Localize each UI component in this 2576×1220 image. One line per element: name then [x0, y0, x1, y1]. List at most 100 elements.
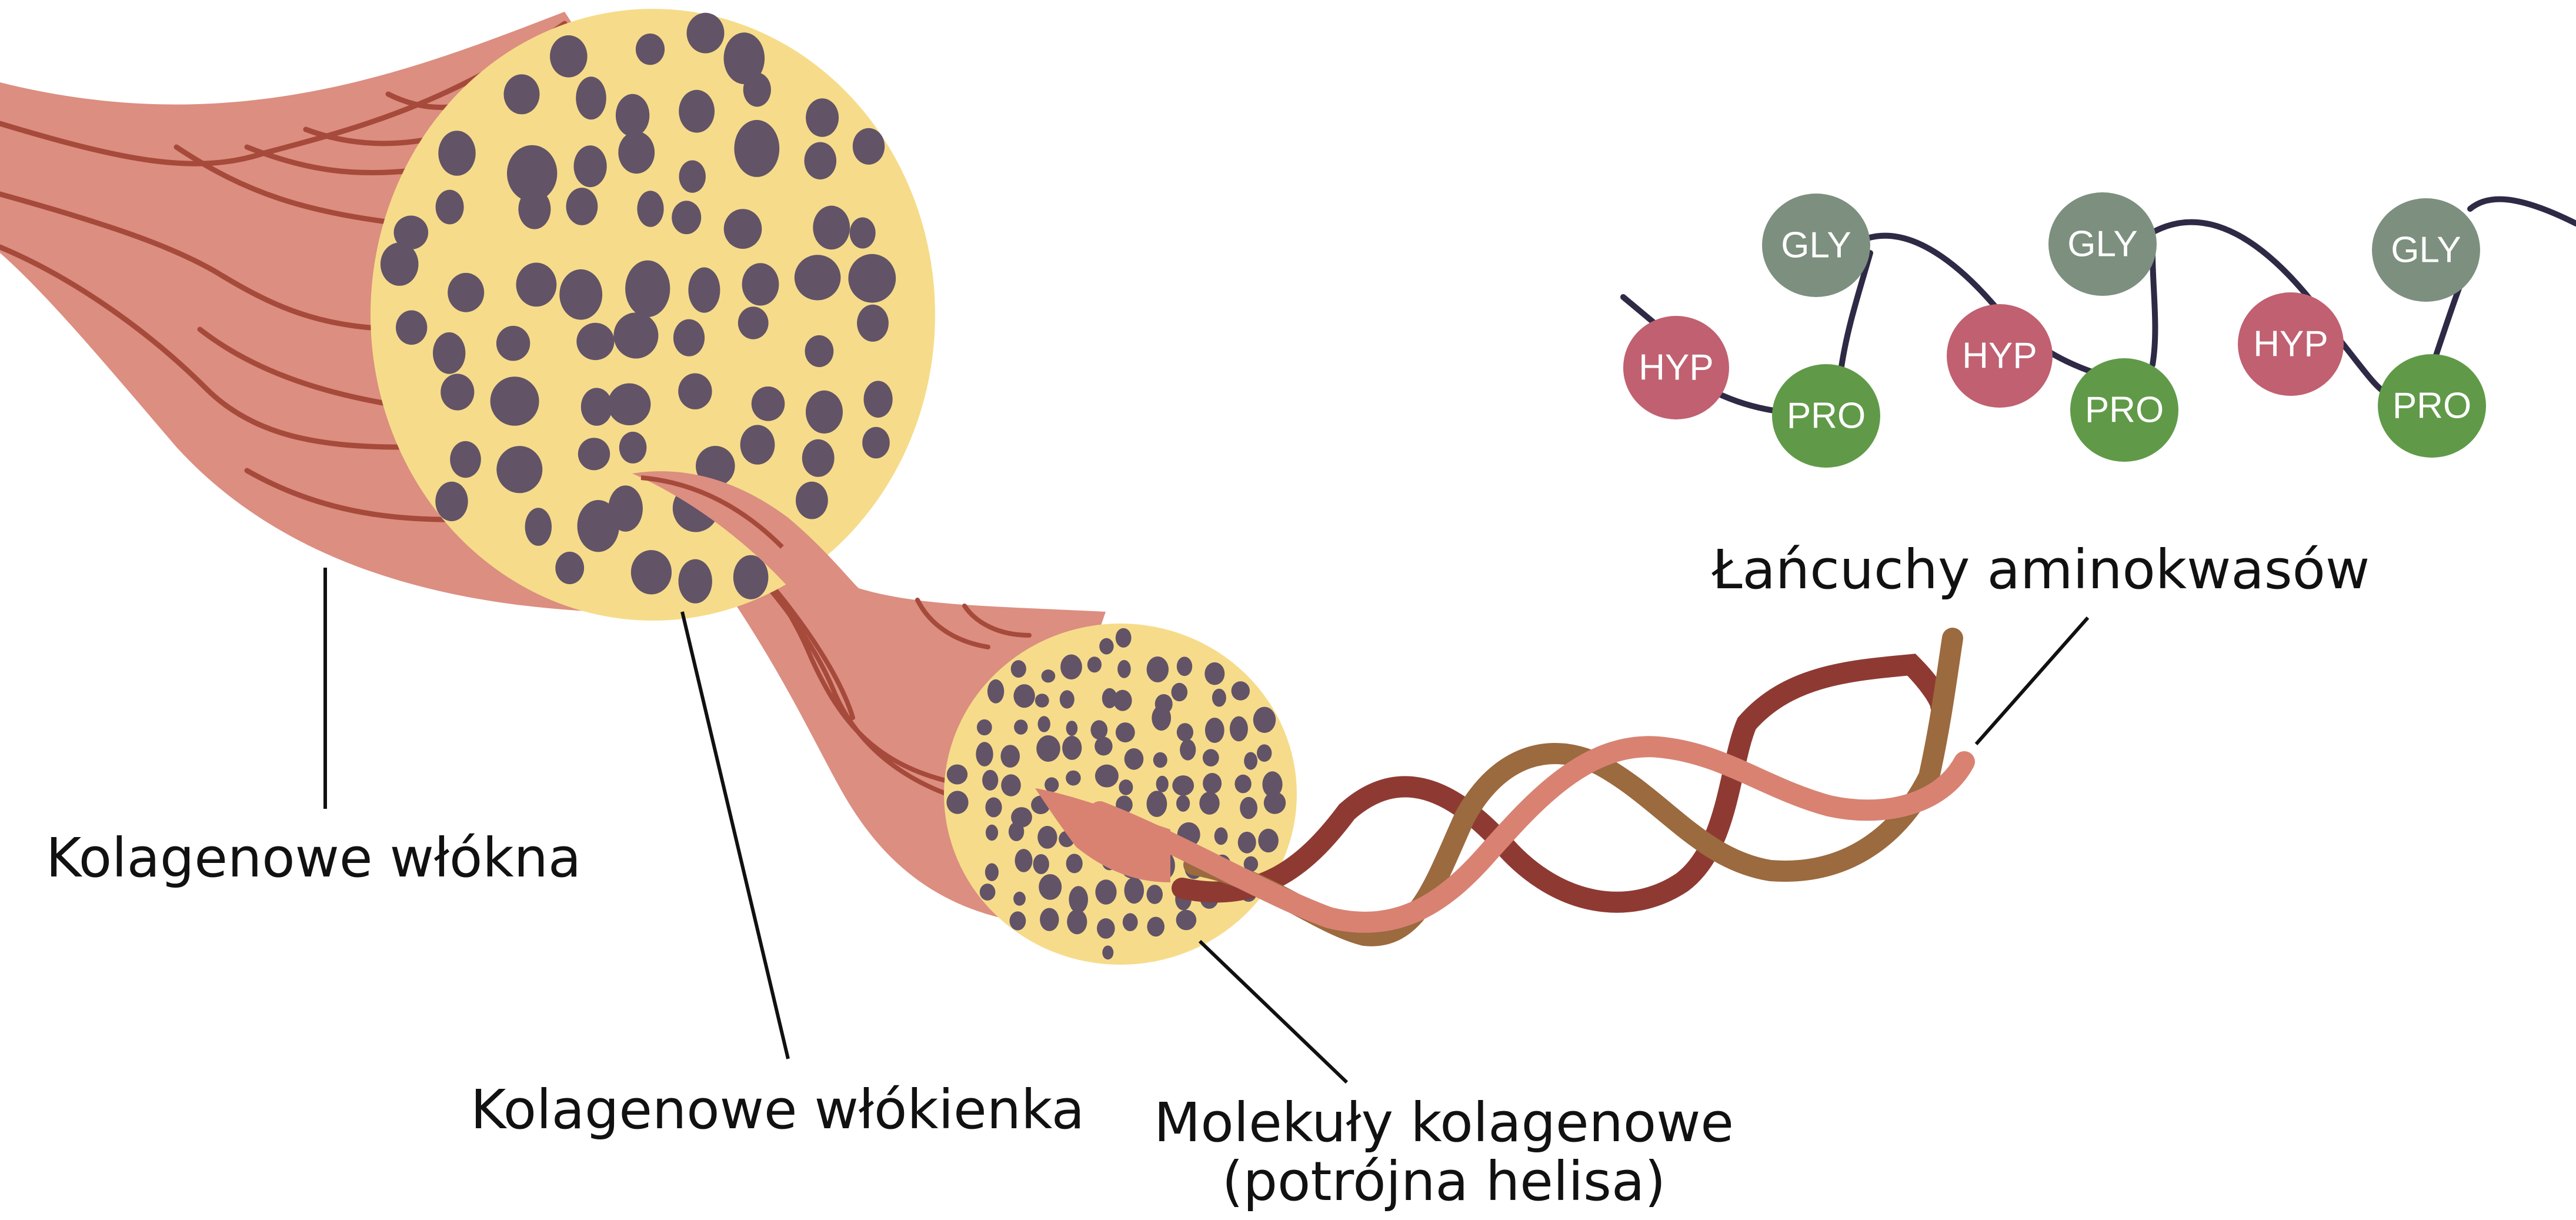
fibril-dot — [1095, 764, 1119, 788]
fibril-dot — [1244, 752, 1258, 770]
fibril-dot — [1035, 694, 1049, 708]
fibril-dot — [1172, 775, 1194, 796]
fibril-dot — [433, 332, 466, 374]
residue-pro: PRO — [2070, 358, 2178, 462]
hyp-label: HYP — [1639, 348, 1713, 388]
fibril-dot — [1067, 909, 1087, 935]
fibril-dot — [1146, 656, 1169, 682]
fibril-dot — [1152, 705, 1172, 731]
fibril-dot — [396, 310, 428, 345]
pro-label: PRO — [2085, 390, 2164, 431]
residue-pro: PRO — [2378, 354, 2486, 458]
pro-label: PRO — [1787, 396, 1866, 436]
pro-label: PRO — [2393, 386, 2471, 426]
fibril-dot — [794, 255, 841, 301]
fibril-dot — [1237, 831, 1256, 854]
fibril-dots — [380, 12, 896, 604]
fibril-dot — [550, 35, 588, 78]
fibril-dot — [1199, 791, 1220, 815]
fibril-dot — [673, 319, 705, 356]
fibril-dot — [1240, 796, 1258, 819]
fibril-dot — [1036, 735, 1060, 762]
fibril-dot — [1095, 736, 1113, 756]
fibril-dot — [852, 128, 885, 165]
fibril-dot — [985, 824, 999, 841]
gly-label: GLY — [2391, 230, 2461, 271]
fibril-dot — [1156, 775, 1169, 792]
fibril-dot — [1204, 662, 1225, 685]
fibril-dot — [518, 189, 551, 229]
fibril-dot — [613, 312, 659, 359]
fibril-dot — [1060, 654, 1082, 680]
fibril-dot — [580, 388, 613, 426]
fibril-dot — [857, 304, 889, 342]
fibril-dot — [802, 439, 835, 477]
fibril-dot — [448, 272, 485, 312]
fibril-dot — [450, 441, 481, 478]
fibril-dot — [1203, 773, 1222, 794]
fibril-dot — [1066, 770, 1081, 786]
fibril-dot — [1095, 879, 1117, 905]
fibril-dot — [1119, 779, 1133, 795]
fibril-dot — [1243, 856, 1259, 872]
fibril-dot — [1045, 777, 1059, 792]
fibril-dot — [848, 254, 896, 303]
fibril-dot — [625, 260, 670, 317]
fibril-dot — [1180, 739, 1196, 761]
fibril-tip-line — [640, 475, 784, 549]
fibril-dot — [678, 373, 712, 409]
fibril-dot — [985, 797, 1002, 818]
label-collagen-molecules: Molekuły kolagenowe — [1154, 1091, 1734, 1154]
fibril-dot — [1087, 656, 1102, 673]
fibril-dot — [1037, 716, 1050, 732]
fibril-dot — [946, 764, 968, 785]
fibril-dot — [559, 269, 603, 320]
pro-circle — [2378, 354, 2486, 458]
fibril-dot — [576, 76, 606, 120]
residue-pro: PRO — [1772, 364, 1880, 468]
fibril-dot — [1124, 748, 1144, 770]
fibril-dot — [1066, 854, 1083, 874]
chain-link — [2467, 196, 2576, 226]
amino-acid-chain: GLY HYP PRO GLY HYP PRO GLY HYP — [1620, 192, 2576, 468]
hyp-circle — [1947, 304, 2053, 408]
fibril-dot — [1212, 688, 1226, 707]
hyp-label: HYP — [1962, 336, 2037, 376]
fibril-dot — [1204, 718, 1224, 743]
fibril-dot — [863, 381, 893, 418]
fibril-dot — [987, 679, 1005, 704]
fibril-dot — [608, 485, 643, 532]
fibril-dot — [1001, 774, 1021, 796]
hyp-circle — [2238, 292, 2344, 396]
fibril-dot — [678, 559, 712, 604]
fiber-line — [0, 244, 403, 450]
fibril-dot — [435, 481, 468, 522]
fibril-dot — [862, 426, 890, 459]
fibril-dot — [1013, 891, 1026, 906]
fibril-dot — [1066, 721, 1078, 736]
fibril-dot — [1202, 749, 1219, 766]
fibril-dot — [1234, 774, 1252, 794]
fibril-dot — [1117, 660, 1131, 678]
fibril-dot — [637, 191, 664, 227]
fibril-dot — [1124, 877, 1144, 904]
fibril-dot — [1115, 722, 1135, 743]
fibril-dot — [723, 209, 762, 249]
gly-circle — [2372, 198, 2480, 302]
fibril-dot — [679, 89, 715, 133]
fibril-dot — [438, 131, 476, 176]
fibril-dot — [1153, 752, 1167, 768]
fibril-dot — [555, 551, 585, 585]
fibril-dot — [982, 769, 999, 791]
fibril-dot — [743, 72, 771, 107]
fibril-dot — [1059, 690, 1075, 709]
fibril-dot — [1000, 745, 1020, 768]
fibril-dot — [1176, 723, 1193, 742]
chain-link — [1838, 250, 1873, 374]
pro-circle — [1772, 364, 1880, 468]
fibril-dot — [507, 145, 558, 202]
fibril-dot — [1009, 911, 1026, 931]
fibril-tip — [632, 471, 859, 600]
leader-line-molecules — [1198, 939, 1349, 1084]
fibril-dot — [1008, 822, 1025, 841]
